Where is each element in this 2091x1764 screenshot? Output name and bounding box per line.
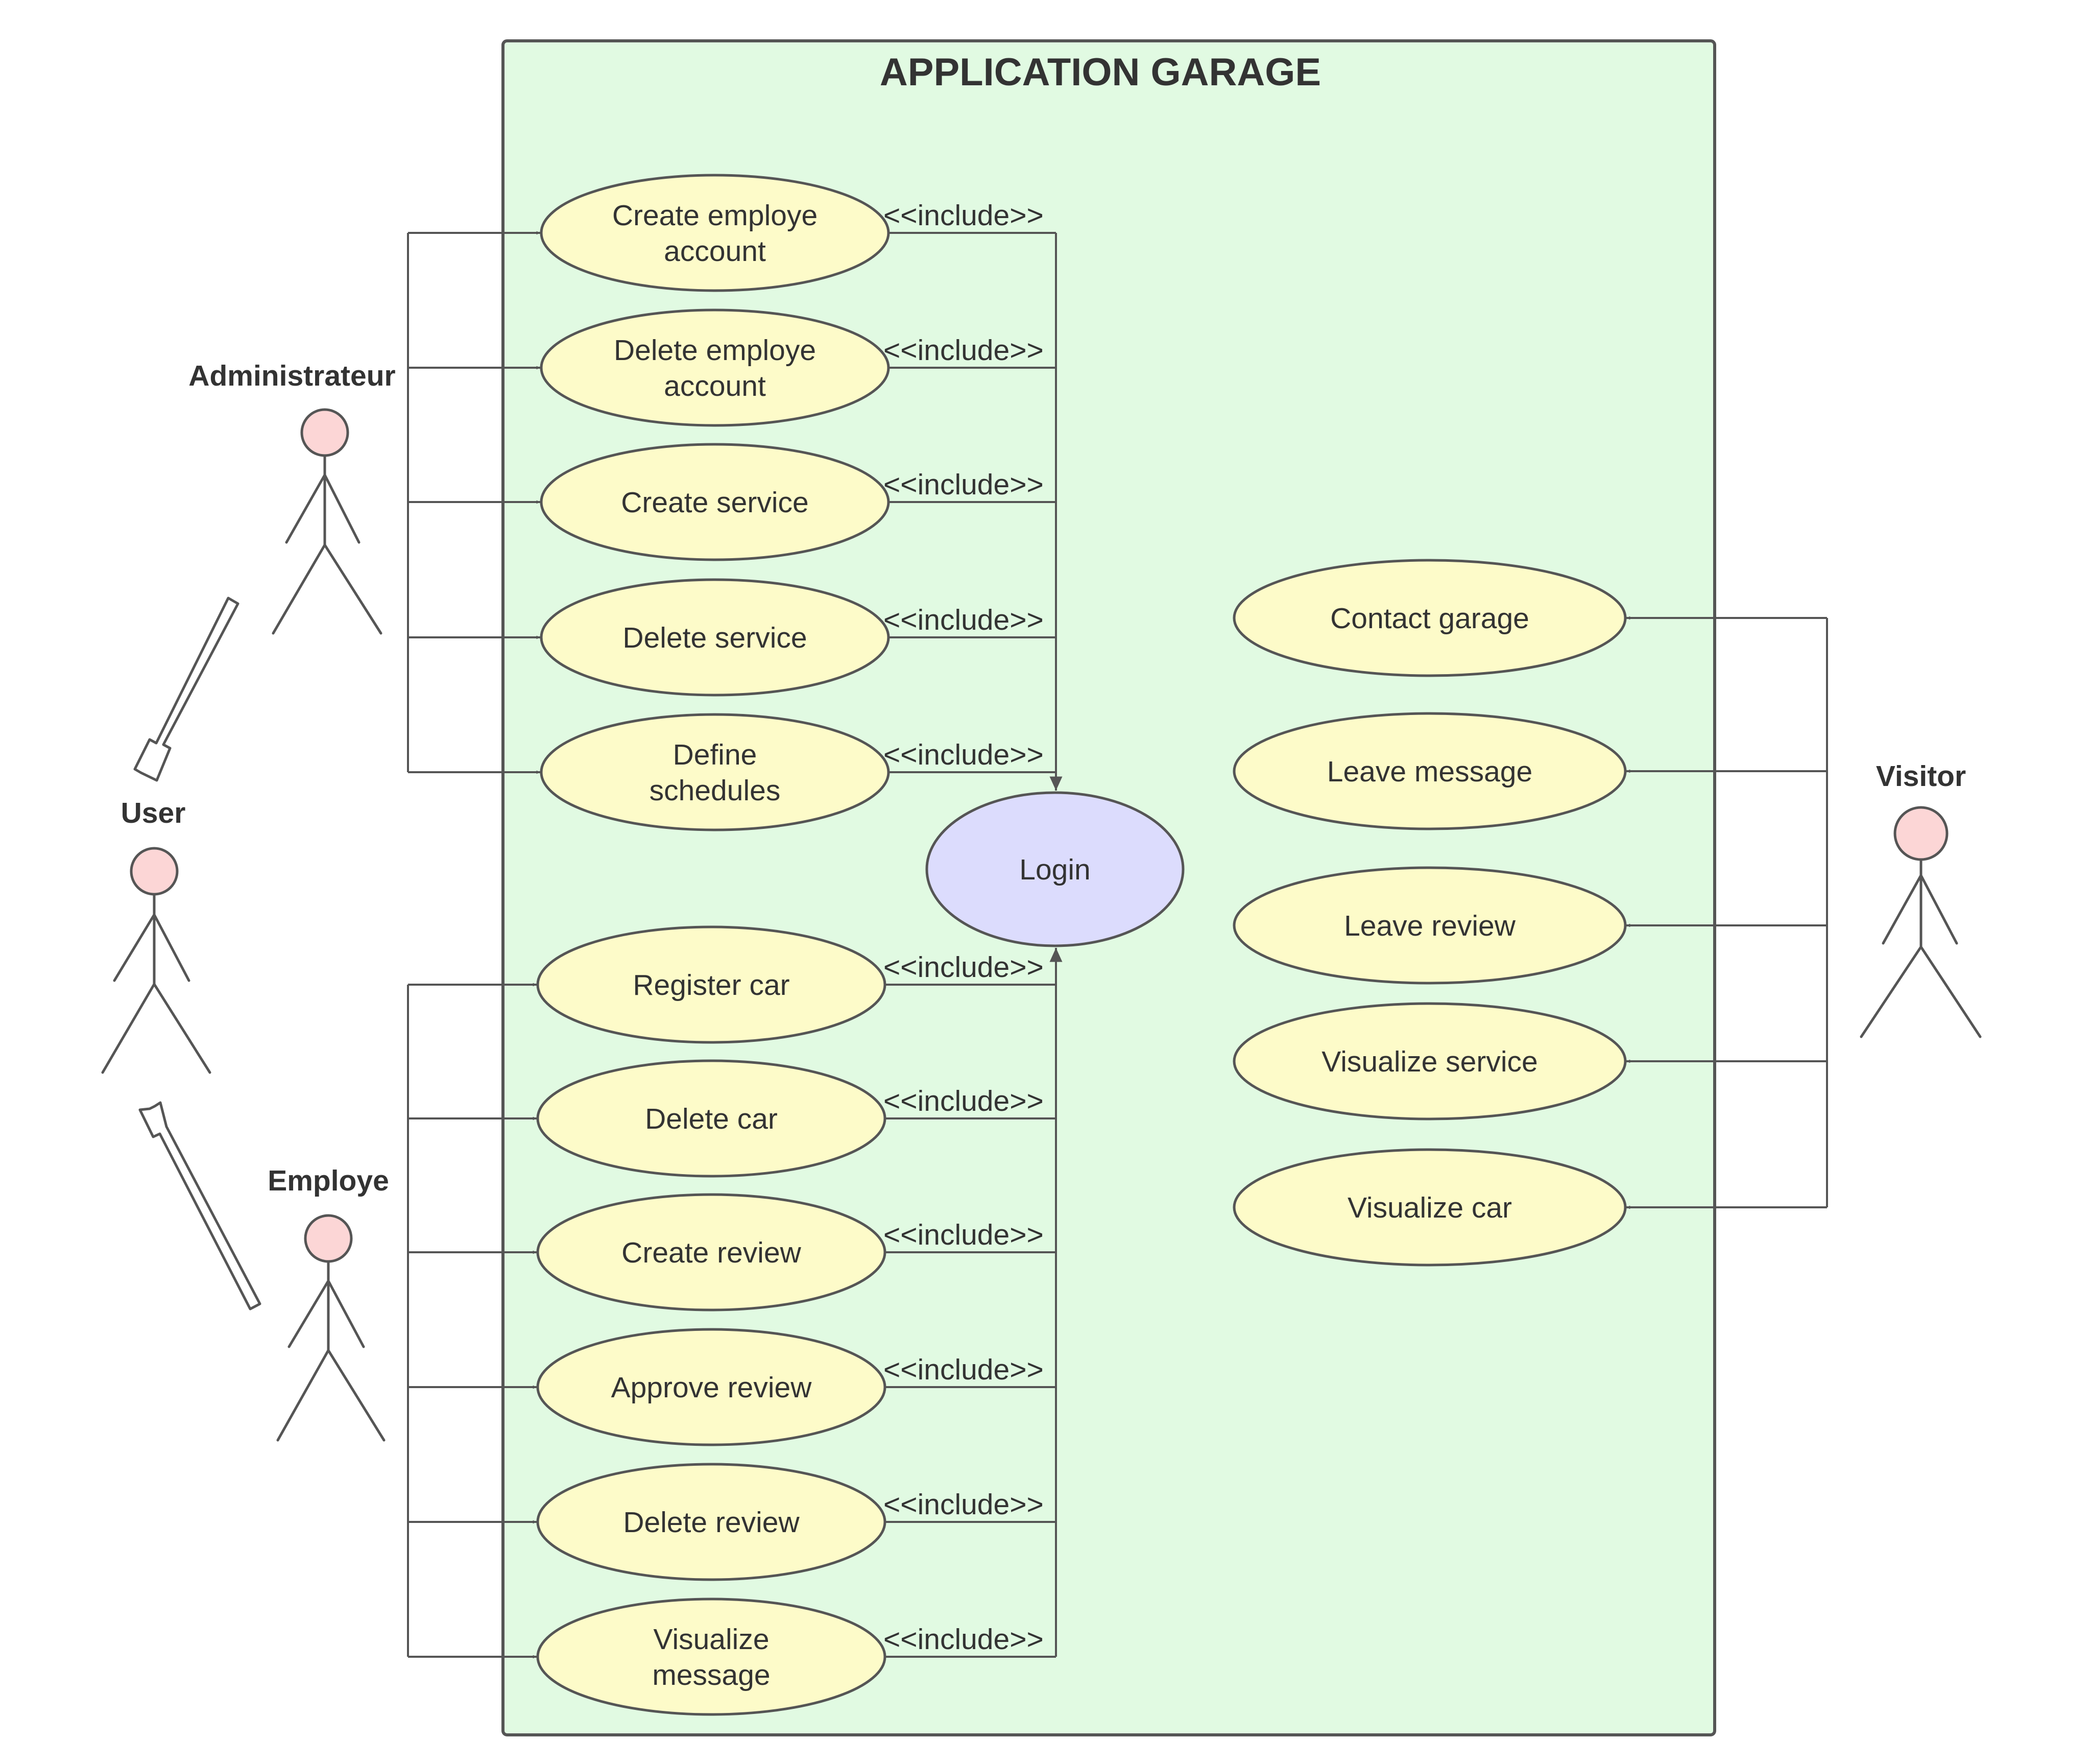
use-case-delete-service[interactable]: Delete service: [540, 578, 890, 697]
use-case-approve-review[interactable]: Approve review: [536, 1328, 886, 1446]
connectors: <<include>> <<include>> <<include>> <<inclu…: [407, 199, 1828, 1659]
system-title: APPLICATION GARAGE: [880, 51, 1321, 94]
use-case-label: Delete review: [623, 1506, 800, 1539]
actor-employe[interactable]: Employe: [268, 1164, 389, 1442]
use-case-visualize-car[interactable]: Visualize car: [1233, 1148, 1627, 1267]
use-case-delete-review[interactable]: Delete review: [536, 1463, 886, 1581]
use-case-label: Delete service: [622, 622, 807, 654]
use-case-label: Leave message: [1327, 755, 1532, 788]
use-case-leave-review[interactable]: Leave review: [1233, 866, 1627, 985]
generalization-arrow-employe-to-user: [138, 1101, 261, 1310]
use-case-label: Create review: [621, 1236, 801, 1269]
include-label: <<include>>: [883, 199, 1044, 232]
include-label: <<include>>: [883, 738, 1044, 771]
use-case-label: Approve review: [611, 1371, 812, 1404]
use-case-login-label: Login: [1019, 853, 1090, 886]
use-case-leave-message[interactable]: Leave message: [1233, 712, 1627, 830]
use-case-create-review[interactable]: Create review: [536, 1193, 886, 1312]
actor-administrateur-head: [300, 408, 349, 457]
use-case-label: Contact garage: [1330, 602, 1529, 635]
actor-user-head: [130, 847, 179, 896]
use-case-label: Visualize car: [1348, 1191, 1512, 1224]
include-label: <<include>>: [883, 1623, 1044, 1656]
use-case-delete-car[interactable]: Delete car: [536, 1059, 886, 1178]
use-case-visualize-service[interactable]: Visualize service: [1233, 1002, 1627, 1121]
actor-user-name: User: [121, 797, 186, 829]
include-label: <<include>>: [883, 1353, 1044, 1386]
use-case-label: Create service: [621, 486, 808, 519]
use-case-label: Visualize service: [1321, 1045, 1537, 1078]
include-label: <<include>>: [883, 604, 1044, 636]
use-case-label: Register car: [633, 969, 789, 1002]
use-case-label: schedules: [650, 774, 781, 807]
use-case-label: Visualize: [653, 1623, 769, 1656]
use-case-label: account: [664, 370, 766, 402]
use-case-label: account: [664, 235, 766, 268]
include-label: <<include>>: [883, 334, 1044, 367]
use-case-label: message: [652, 1659, 770, 1691]
use-case-contact-garage[interactable]: Contact garage: [1233, 559, 1627, 677]
generalization-arrow-administrateur-to-user: [133, 597, 239, 782]
actor-visitor-head: [1893, 806, 1949, 861]
use-case-label: Leave review: [1344, 910, 1516, 942]
use-case-label: Define: [673, 738, 757, 771]
use-case-label: Delete employe: [614, 334, 816, 367]
use-case-login[interactable]: Login: [925, 791, 1185, 947]
include-label: <<include>>: [883, 1488, 1044, 1521]
actor-employe-name: Employe: [268, 1164, 389, 1197]
actor-user[interactable]: User: [101, 797, 211, 1074]
actor-employe-head: [304, 1214, 353, 1263]
actor-administrateur-name: Administrateur: [188, 360, 395, 392]
actor-visitor[interactable]: Visitor: [1860, 760, 1982, 1038]
include-label: <<include>>: [883, 951, 1044, 984]
include-label: <<include>>: [883, 1219, 1044, 1251]
actor-visitor-name: Visitor: [1876, 760, 1966, 793]
use-case-label: Create employe: [612, 199, 818, 232]
actor-administrateur[interactable]: Administrateur: [188, 360, 396, 635]
include-label: <<include>>: [883, 1085, 1044, 1117]
include-label: <<include>>: [883, 468, 1044, 501]
use-case-create-service[interactable]: Create service: [540, 443, 890, 561]
use-case-label: Delete car: [645, 1103, 778, 1135]
use-case-register-car[interactable]: Register car: [536, 925, 886, 1044]
